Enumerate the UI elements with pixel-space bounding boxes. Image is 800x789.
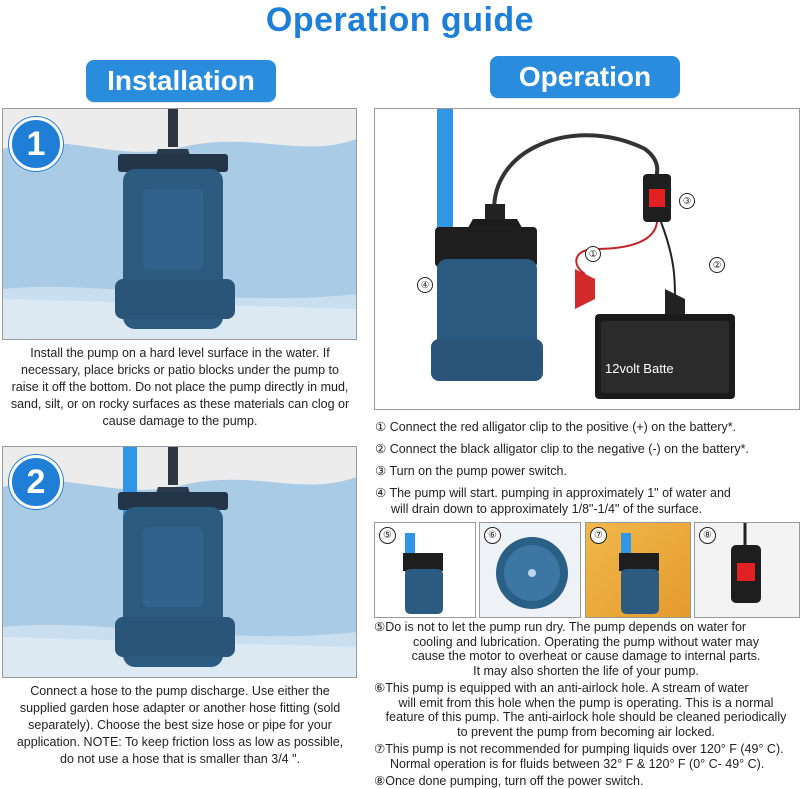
installation-image-1: 1 [2,108,357,340]
pump-in-water-illustration [3,109,356,339]
note-7: ⑦This pump is not recommended for pumpin… [374,742,784,771]
installation-banner: Installation [86,60,276,102]
installation-image-2: 2 [2,446,357,678]
operation-diagram: 12volt Batte ① ② ③ ④ [374,108,800,410]
operation-banner: Operation [490,56,680,98]
diagram-label-4: ④ [417,277,433,293]
thumbnail-7: ⑦ [585,522,691,618]
page-title: Operation guide [265,1,535,39]
note-5: ⑤Do is not to let the pump run dry. The … [374,620,761,678]
note-6: ⑥This pump is equipped with an anti-airl… [374,681,787,739]
operation-step-3: ③ Turn on the pump power switch. [375,464,567,478]
diagram-label-3: ③ [679,193,695,209]
operation-step-4: ④ The pump will start. pumping in approx… [375,486,731,500]
thumbnail-8-badge: ⑧ [699,527,716,544]
operation-step-2: ② Connect the black alligator clip to th… [375,442,749,456]
pump-with-hose-illustration [3,447,356,677]
operation-steps: ① Connect the red alligator clip to the … [375,419,795,517]
thumbnail-6: ⑥ [479,522,581,618]
diagram-label-1: ① [585,246,601,262]
thumbnail-7-badge: ⑦ [590,527,607,544]
installation-step2-caption: Connect a hose to the pump discharge. Us… [16,684,344,766]
operation-notes: ⑤Do is not to let the pump run dry. The … [374,620,798,789]
diagram-label-2: ② [709,257,725,273]
operation-step-1: ① Connect the red alligator clip to the … [375,420,737,434]
battery-label: 12volt Batte [605,361,674,376]
step-number-badge: 2 [9,455,63,509]
step-number-badge: 1 [9,117,63,171]
thumbnail-8: ⑧ [694,522,800,618]
thumbnail-5: ⑤ [374,522,476,618]
operation-step-4-cont: will drain down to approximately 1/8"-1/… [391,502,703,516]
thumbnail-6-badge: ⑥ [484,527,501,544]
note-8: ⑧Once done pumping, turn off the power s… [374,774,644,788]
installation-step1-caption: Install the pump on a hard level surface… [10,346,350,428]
thumbnail-5-badge: ⑤ [379,527,396,544]
